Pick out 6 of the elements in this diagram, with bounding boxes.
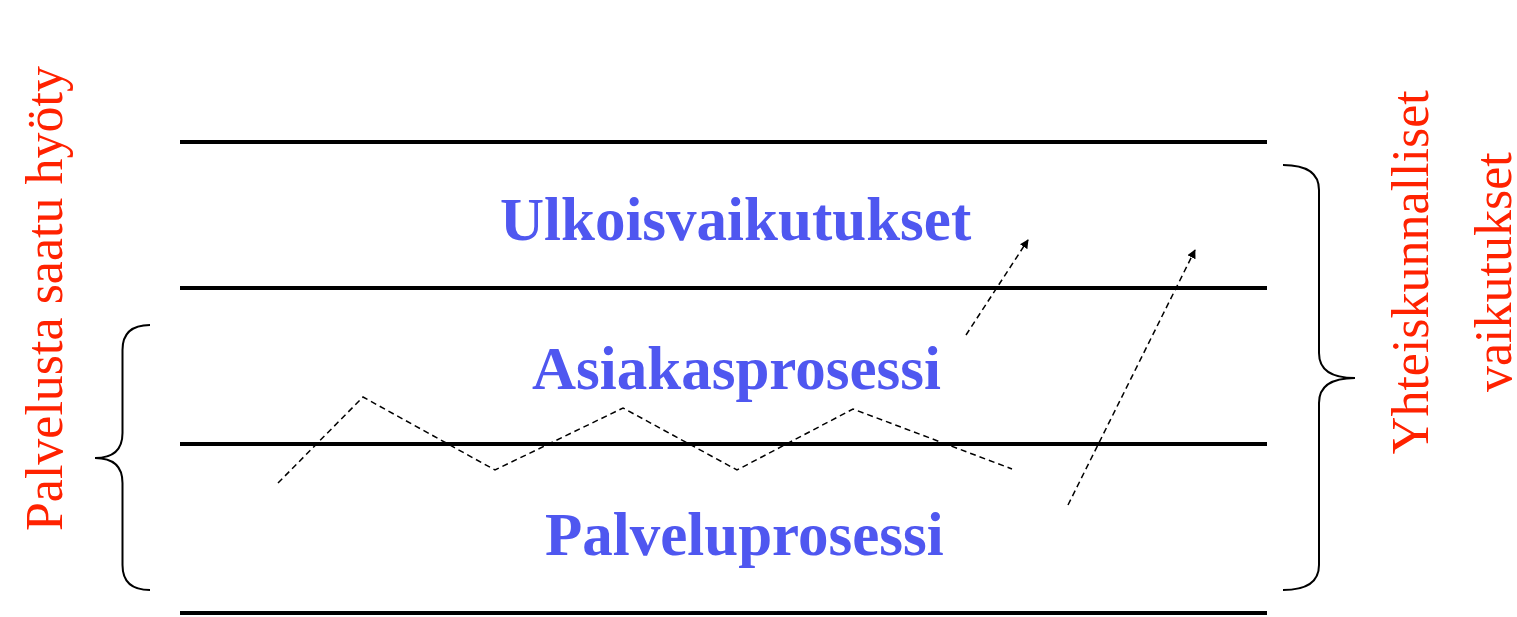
layer-label: Palveluprosessi (545, 480, 1068, 569)
dashed-arrow (965, 239, 1029, 336)
layer-label: Asiakasprosessi (532, 335, 966, 403)
layer-label: Ulkoisvaikutukset (500, 190, 1028, 254)
side-label: Yhteiskunnalliset vaikutukset (1380, 89, 1517, 457)
side-label: Palvelusta saatu hyöty (15, 64, 75, 533)
